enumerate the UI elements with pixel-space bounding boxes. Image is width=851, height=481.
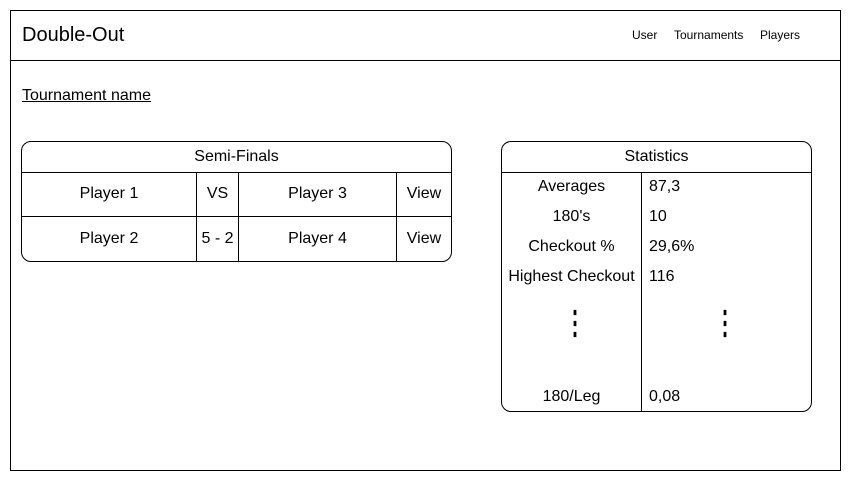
column-divider [641,172,642,411]
stat-value-checkout-percent: 29,6% [649,238,695,255]
nav-players[interactable]: Players [760,28,801,42]
stat-value-180s: 10 [649,208,667,225]
column-divider [396,172,397,261]
column-divider [196,172,197,261]
stat-label-checkout-percent: Checkout % [528,238,615,255]
stat-label-180s: 180's [552,208,591,225]
match-2-player-right: Player 4 [288,230,347,247]
semi-finals-title: Semi-Finals [22,142,451,173]
row-divider [22,216,451,217]
match-2-score: 5 - 2 [201,230,234,247]
statistics-panel: Statistics Averages 87,3 180's 10 Checko… [501,141,812,412]
stat-value-180-per-leg: 0,08 [649,388,681,405]
header-bar: Double-Out User Tournaments Players [11,11,840,61]
column-divider [238,172,239,261]
match-2-player-left: Player 2 [79,230,139,247]
stat-value-averages: 87,3 [649,178,681,195]
app-title: Double-Out [22,24,125,46]
stat-label-averages: Averages [537,178,606,195]
app-window: Double-Out User Tournaments Players Tour… [10,10,841,471]
match-2-view-button[interactable]: View [406,230,442,247]
match-1-score: VS [206,185,229,202]
tournament-name-link[interactable]: Tournament name [22,87,151,104]
ellipsis-icon: ⋮ [715,306,735,342]
match-1-view-button[interactable]: View [406,185,442,202]
semi-finals-panel: Semi-Finals Player 1 VS Player 3 View Pl… [21,141,452,262]
ellipsis-icon: ⋮ [565,306,585,342]
match-1-player-right: Player 3 [288,185,347,202]
nav-tournaments[interactable]: Tournaments [674,28,744,42]
stat-label-highest-checkout: Highest Checkout [508,268,635,285]
statistics-title: Statistics [502,142,811,173]
nav-user[interactable]: User [632,28,658,42]
match-1-player-left: Player 1 [79,185,139,202]
stat-value-highest-checkout: 116 [649,268,675,285]
stat-label-180-per-leg: 180/Leg [542,388,601,405]
